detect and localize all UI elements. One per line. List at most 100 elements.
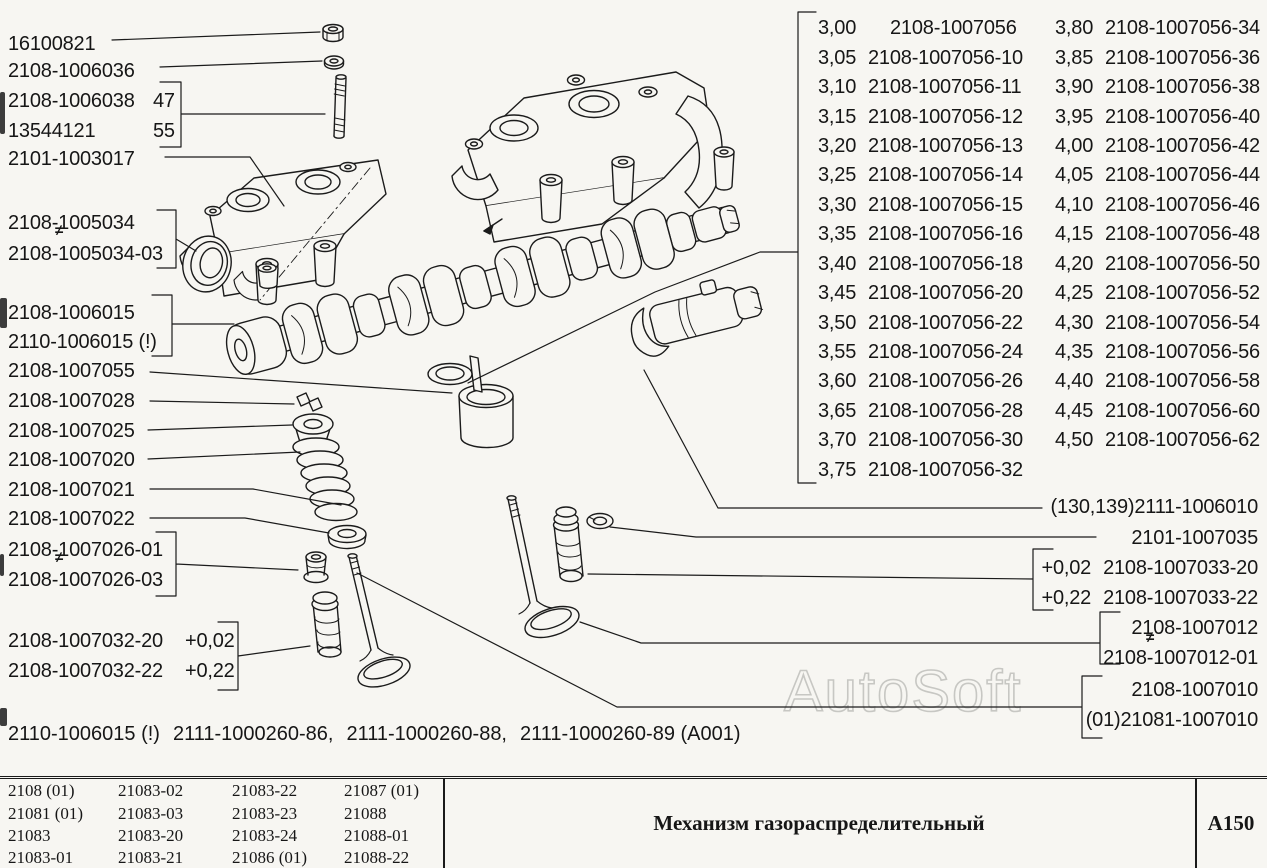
shim-size-value: 3,35	[818, 223, 857, 246]
shim-size-value: 3,00	[818, 17, 857, 40]
shim-part-number: 2108-1007056-13	[868, 134, 1023, 157]
part-number-label: 2101-1007035	[1131, 527, 1258, 550]
shim-size-row: 3,15 2108-1007056-12	[818, 102, 1023, 131]
eccentric-horn	[630, 307, 670, 357]
part-number-label: 2108-1007012	[1131, 617, 1258, 640]
part-number-label: 2108-1007032-22+0,22	[8, 660, 235, 683]
part-number: 2108-1005034-03	[8, 243, 163, 265]
bracket-stem-seal	[155, 531, 299, 597]
shim-size-value: 3,60	[818, 370, 857, 393]
model-code: 21088-01	[344, 826, 410, 845]
shim-size-value: 3,10	[818, 76, 857, 99]
shim-part-number: 2108-1007056-16	[868, 223, 1023, 246]
camshaft-front-end	[630, 279, 764, 357]
shim-part-number: 2108-1007056-56	[1105, 341, 1260, 364]
part-number-label: 2108-1007028	[8, 390, 135, 413]
shim-part-number: 2108-1007056-46	[1105, 193, 1260, 216]
shim-part-number: 2108-1007056-36	[1105, 46, 1260, 69]
shim-size-value: 4,45	[1055, 399, 1094, 422]
model-code: 21083-02	[118, 781, 184, 800]
housing-leg	[539, 173, 563, 224]
model-code: 21083-01	[8, 848, 74, 867]
part-number-label: (130,139)2111-1006010	[1051, 496, 1259, 519]
part-number: 2101-1003017	[8, 148, 135, 170]
shim-part-number: 2108-1007056-10	[868, 46, 1023, 69]
shim-part-number: 2108-1007056-48	[1105, 223, 1260, 246]
shim-part-number: 2108-1007056-44	[1105, 164, 1260, 187]
shim-size-value: 4,35	[1055, 341, 1094, 364]
part-number: 2108-1005034	[8, 212, 135, 234]
part-number-label: 2108-1007026-03	[8, 569, 163, 592]
part-number-label: 2108-1007021	[8, 479, 135, 502]
shim-size-row: 4,10 2108-1007056-46	[1055, 191, 1260, 220]
shim-size-value: 4,10	[1055, 193, 1094, 216]
part-number: 2108-1007021	[8, 479, 135, 501]
washer-part	[323, 55, 345, 70]
part-number-label: 2110-1006015 (!)	[8, 331, 157, 354]
model-code: 21083-24	[232, 826, 298, 845]
shim-part-number: 2108-1007056-11	[868, 76, 1022, 99]
part-number: 2108-1006038	[8, 90, 135, 112]
tappet-bucket	[458, 383, 514, 449]
bearing-housing-left	[179, 159, 387, 306]
shim-size-value: 3,15	[818, 105, 857, 128]
valve-spring-outer	[292, 437, 348, 483]
valve-stem-seal	[303, 551, 329, 584]
shim-size-value: 3,20	[818, 134, 857, 157]
part-number: 2108-1007055	[8, 360, 135, 382]
part-number: 16100821	[8, 33, 96, 55]
part-number: 2108-1007025	[8, 420, 135, 442]
size-qualifier: +0,02	[185, 630, 235, 652]
model-code: 21088-22	[344, 848, 410, 867]
note-part: 2110-1006015 (!)	[8, 723, 160, 745]
shim-size-value: 4,00	[1055, 134, 1094, 157]
size-qualifier: +0,02	[1041, 557, 1092, 579]
valve-guide-right	[552, 506, 584, 583]
bushing-part	[257, 263, 279, 289]
part-number-label: 2108-1006036	[8, 60, 135, 83]
part-number: 2108-1007028	[8, 390, 135, 412]
part-number: 2108-1007032-22	[8, 660, 163, 682]
shim-part-number: 2108-1007056-15	[868, 193, 1023, 216]
shim-part-number: 2108-1007056-18	[868, 252, 1023, 275]
part-number: 2108-1006015	[8, 302, 135, 324]
shim-size-value: 3,55	[818, 341, 857, 364]
model-code: 21083-21	[118, 848, 184, 867]
shim-part-number: 2108-1007056-60	[1105, 399, 1260, 422]
bracket-stud	[159, 81, 326, 148]
shim-part-number: 2108-1007056-12	[868, 105, 1023, 128]
model-code: 21088	[344, 804, 387, 823]
shim-size-value: 3,75	[818, 458, 857, 481]
shim-size-row: 3,20 2108-1007056-13	[818, 132, 1023, 161]
part-number-label: 2108-1005034-03	[8, 243, 163, 266]
part-number: 2108-1007026-03	[8, 569, 163, 591]
shim-size-value: 4,30	[1055, 311, 1094, 334]
part-number: 13544121	[8, 120, 96, 142]
housing-leg	[313, 239, 337, 288]
shim-size-row: 4,35 2108-1007056-56	[1055, 338, 1260, 367]
exhaust-valve	[347, 553, 411, 688]
shim-size-value: 4,20	[1055, 252, 1094, 275]
shim-size-row: 4,45 2108-1007056-60	[1055, 397, 1260, 426]
not-equal-mark: ≠	[1146, 629, 1155, 646]
shim-size-value: 3,95	[1055, 105, 1094, 128]
leader-lines	[111, 11, 1121, 739]
shim-size-value: 3,90	[1055, 76, 1094, 99]
bracket-guide-left	[217, 621, 311, 691]
nut-part	[322, 23, 344, 43]
